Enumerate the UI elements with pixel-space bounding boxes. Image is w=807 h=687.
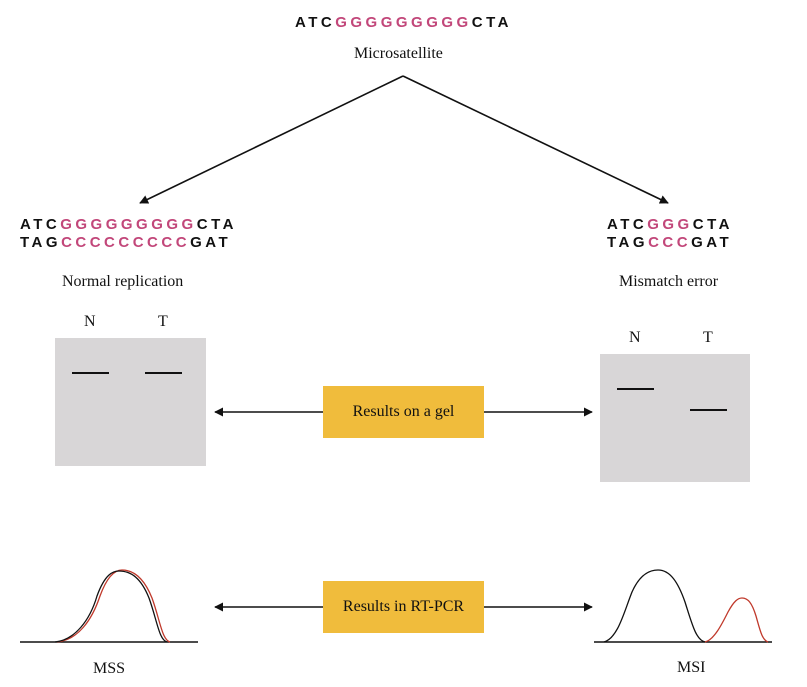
mismatch-gel	[600, 354, 750, 482]
normal-strand-top: ATCGGGGGGGGGCTA	[20, 216, 237, 233]
mismatch-strand-top: ATCGGGCTA	[607, 216, 733, 233]
normal-replication-label: Normal replication	[62, 273, 184, 290]
normal-gel-lane-n-label: N	[84, 313, 96, 330]
mismatch-error-label: Mismatch error	[619, 273, 719, 290]
normal-gel-band-t	[145, 372, 182, 374]
split-arrow-left	[139, 75, 404, 204]
msi-peak-normal	[603, 569, 706, 643]
mismatch-gel-band-n	[617, 388, 654, 390]
normal-gel	[55, 338, 206, 466]
results-gel-label: Results on a gel	[352, 403, 455, 420]
microsatellite-label: Microsatellite	[354, 45, 443, 62]
mss-peak-normal	[54, 570, 168, 643]
normal-strand-bottom: TAGCCCCCCCCCGAT	[20, 234, 232, 251]
normal-gel-band-n	[72, 372, 109, 374]
normal-gel-lane-t-label: T	[158, 313, 168, 330]
mismatch-gel-band-t	[690, 409, 727, 411]
results-pcr-label: Results in RT-PCR	[342, 598, 465, 615]
mismatch-gel-lane-n-label: N	[629, 329, 641, 346]
results-pcr-box: Results in RT-PCR	[323, 581, 484, 633]
msi-peak-tumor	[704, 597, 769, 643]
mss-peak-tumor	[56, 569, 171, 643]
mss-label: MSS	[93, 660, 126, 677]
msi-label: MSI	[677, 659, 706, 676]
microsatellite-sequence: ATCGGGGGGGGGCTA	[295, 14, 512, 31]
results-gel-box: Results on a gel	[323, 386, 484, 438]
mismatch-strand-bottom: TAGCCCGAT	[607, 234, 733, 251]
split-arrow-right	[402, 75, 669, 204]
mismatch-gel-lane-t-label: T	[703, 329, 713, 346]
